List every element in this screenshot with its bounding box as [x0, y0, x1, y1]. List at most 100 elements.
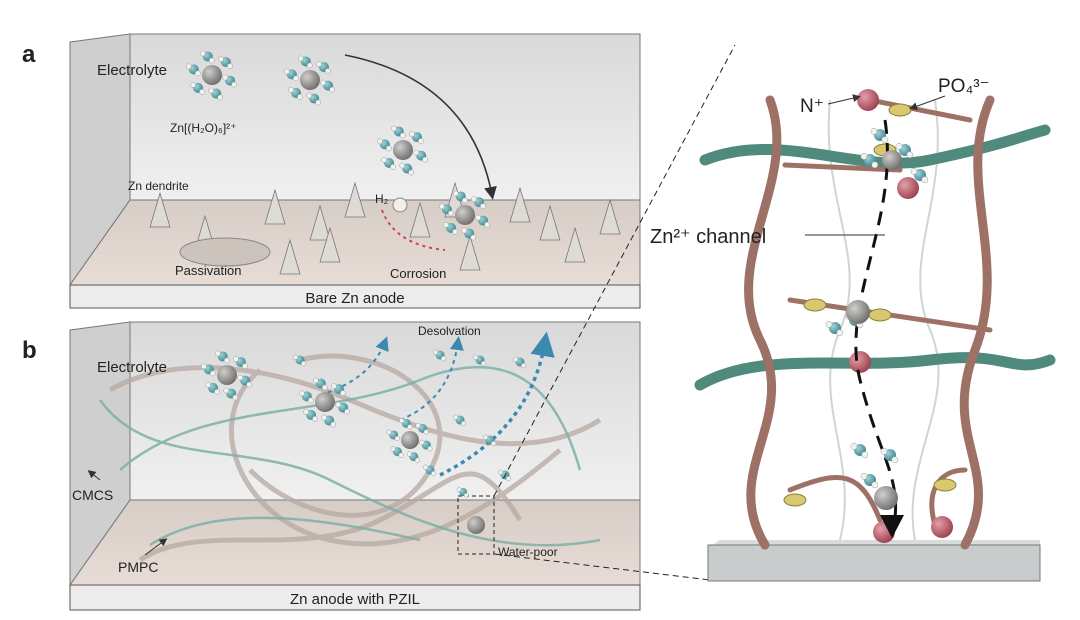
water-molecule [880, 448, 899, 464]
dendrite-spike [264, 188, 286, 225]
dendrite-spike [539, 204, 561, 241]
n-plus-group [849, 351, 871, 373]
water-molecule [850, 443, 869, 459]
channel-label: Zn²⁺ channel [650, 226, 766, 248]
h2-bubble [392, 197, 408, 213]
water-molecule [321, 414, 337, 428]
zn-hydrate-complex [185, 50, 238, 101]
water-molecule [303, 409, 318, 422]
phosphate-label: PO₄³⁻ [938, 76, 990, 97]
water-molecule [320, 79, 336, 93]
cmcs-strands [694, 124, 1056, 391]
zn-hydrate-complex [438, 190, 491, 241]
dendrite-spike [309, 204, 331, 241]
water-molecule [233, 356, 248, 369]
anode-slab-b [69, 584, 641, 611]
electrolyte-label-b: Electrolyte [97, 359, 167, 376]
panel-a-letter: a [22, 41, 36, 68]
phosphate-group [783, 493, 807, 507]
dendrite-spike [319, 226, 341, 263]
zn-ion [202, 65, 222, 85]
panel-b-letter: b [22, 337, 37, 364]
pmpc-label: PMPC [118, 559, 158, 575]
zn-ion [315, 392, 335, 412]
water-molecule [222, 74, 238, 88]
water-molecule [386, 429, 400, 442]
n-plus-group [857, 89, 879, 111]
zn-ion [217, 365, 237, 385]
zoom-line-bottom [493, 553, 711, 581]
water-molecule [512, 356, 527, 369]
water-molecule [331, 383, 346, 396]
cmcs-chains [98, 366, 601, 547]
water-molecule [214, 350, 230, 364]
water-molecule [432, 349, 447, 362]
water-poor-zoom-box [457, 495, 495, 555]
box-back-wall-b [129, 321, 641, 501]
water-molecule [390, 446, 404, 458]
dendrite-spike [599, 198, 621, 235]
zoom-slab [707, 544, 1041, 582]
phosphate-group [803, 298, 827, 312]
water-molecule [297, 55, 313, 69]
water-molecule [298, 390, 314, 404]
dendrite-spike [149, 191, 171, 228]
water-molecule [419, 439, 433, 452]
n-plus-group [931, 516, 953, 538]
cmcs-label: CMCS [72, 487, 113, 503]
water-molecule [376, 138, 392, 152]
phosphate-group [868, 308, 892, 322]
desolvation-arrows [319, 331, 555, 477]
dendrite-spike [409, 201, 431, 238]
zn-ion [882, 150, 902, 170]
water-molecule [415, 423, 429, 435]
corrosion-label: Corrosion [390, 266, 446, 281]
water-molecule [306, 92, 322, 106]
zn-ion-path [854, 119, 898, 536]
water-molecule [283, 68, 299, 82]
zn-ion [300, 70, 320, 90]
dendrite-spike [509, 186, 531, 223]
n-plus-label: N⁺ [800, 96, 824, 117]
water-molecule [422, 464, 437, 477]
water-molecule [438, 203, 454, 217]
water-molecule [208, 87, 224, 101]
water-molecule [218, 56, 233, 69]
phosphate-group [933, 478, 957, 492]
zn-hydrate-complex [283, 55, 336, 106]
water-molecule [316, 61, 331, 74]
water-molecule [825, 321, 844, 337]
water-molecule [185, 63, 201, 77]
corrosion-path [381, 209, 446, 251]
water-molecule [399, 418, 413, 430]
zn-ion [455, 205, 475, 225]
water-molecule [292, 354, 307, 367]
water-molecule [472, 354, 487, 367]
desolvation-label: Desolvation [418, 324, 481, 338]
zn-ion [393, 140, 413, 160]
zn-ion [846, 300, 870, 324]
zn-ion [874, 486, 898, 510]
water-molecule [452, 190, 468, 204]
water-molecule [409, 131, 424, 144]
anode-label-b: Zn anode with PZIL [290, 591, 420, 608]
water-molecule [406, 451, 420, 463]
water-molecule [200, 363, 216, 377]
dendrite-spike [459, 234, 481, 271]
n-plus-groups [849, 89, 953, 543]
water-molecule [870, 128, 889, 144]
trajectory-arrow [344, 54, 497, 200]
zn-hydrate-complex [200, 350, 253, 401]
water-molecule [205, 382, 220, 395]
water-molecule [895, 143, 914, 159]
electrolyte-label-a: Electrolyte [97, 62, 167, 79]
water-molecule [399, 162, 415, 176]
water-molecule [471, 196, 486, 209]
water-molecule [860, 473, 879, 489]
water-molecule [443, 222, 458, 235]
complex-label: Zn[(H₂O)₆]²⁺ [170, 121, 237, 135]
water-molecule [475, 214, 491, 228]
water-molecule [381, 157, 396, 170]
zn-ion [401, 431, 419, 449]
water-molecule [190, 82, 205, 95]
